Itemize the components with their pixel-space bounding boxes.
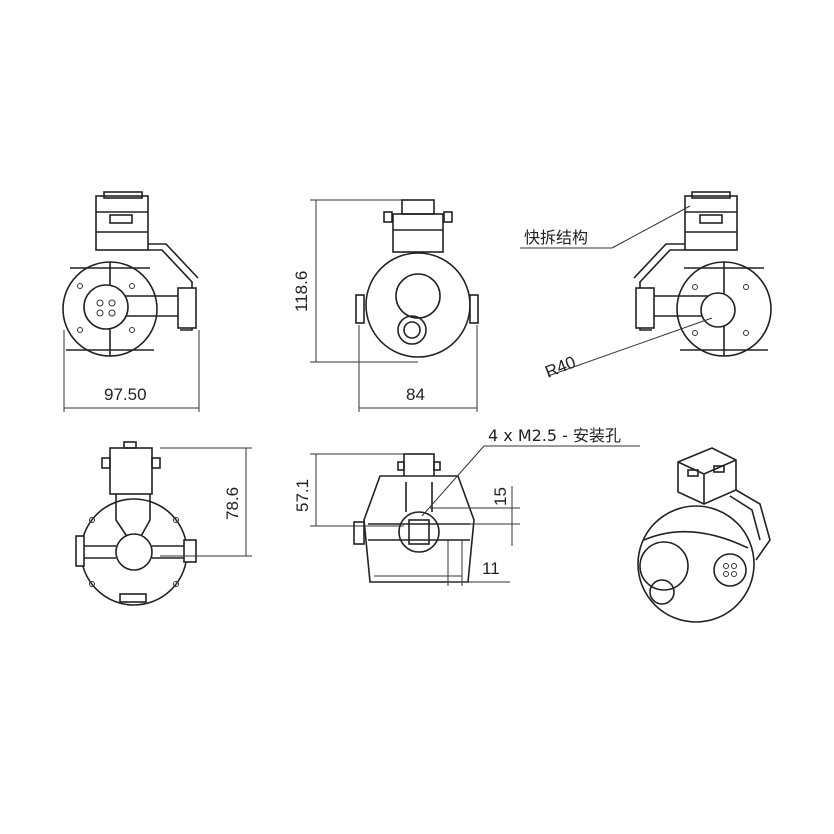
dim-height-mount: 57.1 [293,479,312,512]
view-back-right: 快拆结构 R40 [520,191,772,382]
view-front-left: 97.50 [62,191,200,412]
dim-hole-offset-h: 11 [482,559,500,578]
label-quick-release: 快拆结构 [524,228,588,247]
dim-height-bottom: 78.6 [223,487,242,520]
dim-hole-offset-v: 15 [491,487,510,506]
dim-radius: R40 [542,352,578,381]
view-bottom-left: 78.6 [75,441,252,606]
view-isometric [637,447,771,623]
label-mount-holes: 4 x M2.5 - 安装孔 [488,426,621,445]
view-side-middle: 118.6 84 [292,199,479,412]
dim-height-total: 118.6 [292,271,311,312]
dim-width-front: 97.50 [104,385,147,404]
view-bottom-middle: 57.1 15 11 4 x M2.5 - 安装孔 [293,426,640,586]
dim-width-side: 84 [406,385,425,404]
